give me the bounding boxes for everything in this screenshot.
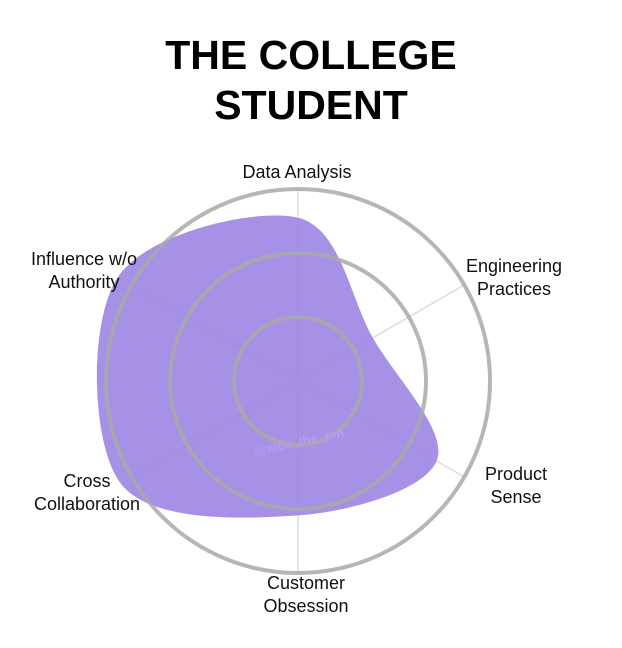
- axis-label-line: Customer: [267, 573, 345, 593]
- axis-label-line: Collaboration: [34, 494, 140, 514]
- axis-label-line: Sense: [490, 487, 541, 507]
- axis-label-line: Obsession: [263, 596, 348, 616]
- radar-ring: [168, 251, 428, 511]
- axis-label-line: Authority: [48, 272, 119, 292]
- radar-area: [96, 215, 439, 518]
- radar-ring: [104, 187, 492, 575]
- chart-title-line-1: THE COLLEGE: [165, 32, 457, 78]
- axis-label-line: Practices: [477, 279, 551, 299]
- axis-label-line: Data Analysis: [242, 162, 351, 182]
- radar-ring: [232, 315, 364, 447]
- axis-label: Data Analysis: [242, 162, 351, 182]
- chart-title-line-2: STUDENT: [214, 82, 408, 128]
- axis-label-line: Influence w/o: [31, 249, 137, 269]
- axis-label-line: Product: [485, 464, 547, 484]
- axis-label-line: Engineering: [466, 256, 562, 276]
- axis-label-line: Cross: [63, 471, 110, 491]
- chart-title: THE COLLEGE STUDENT: [0, 30, 622, 130]
